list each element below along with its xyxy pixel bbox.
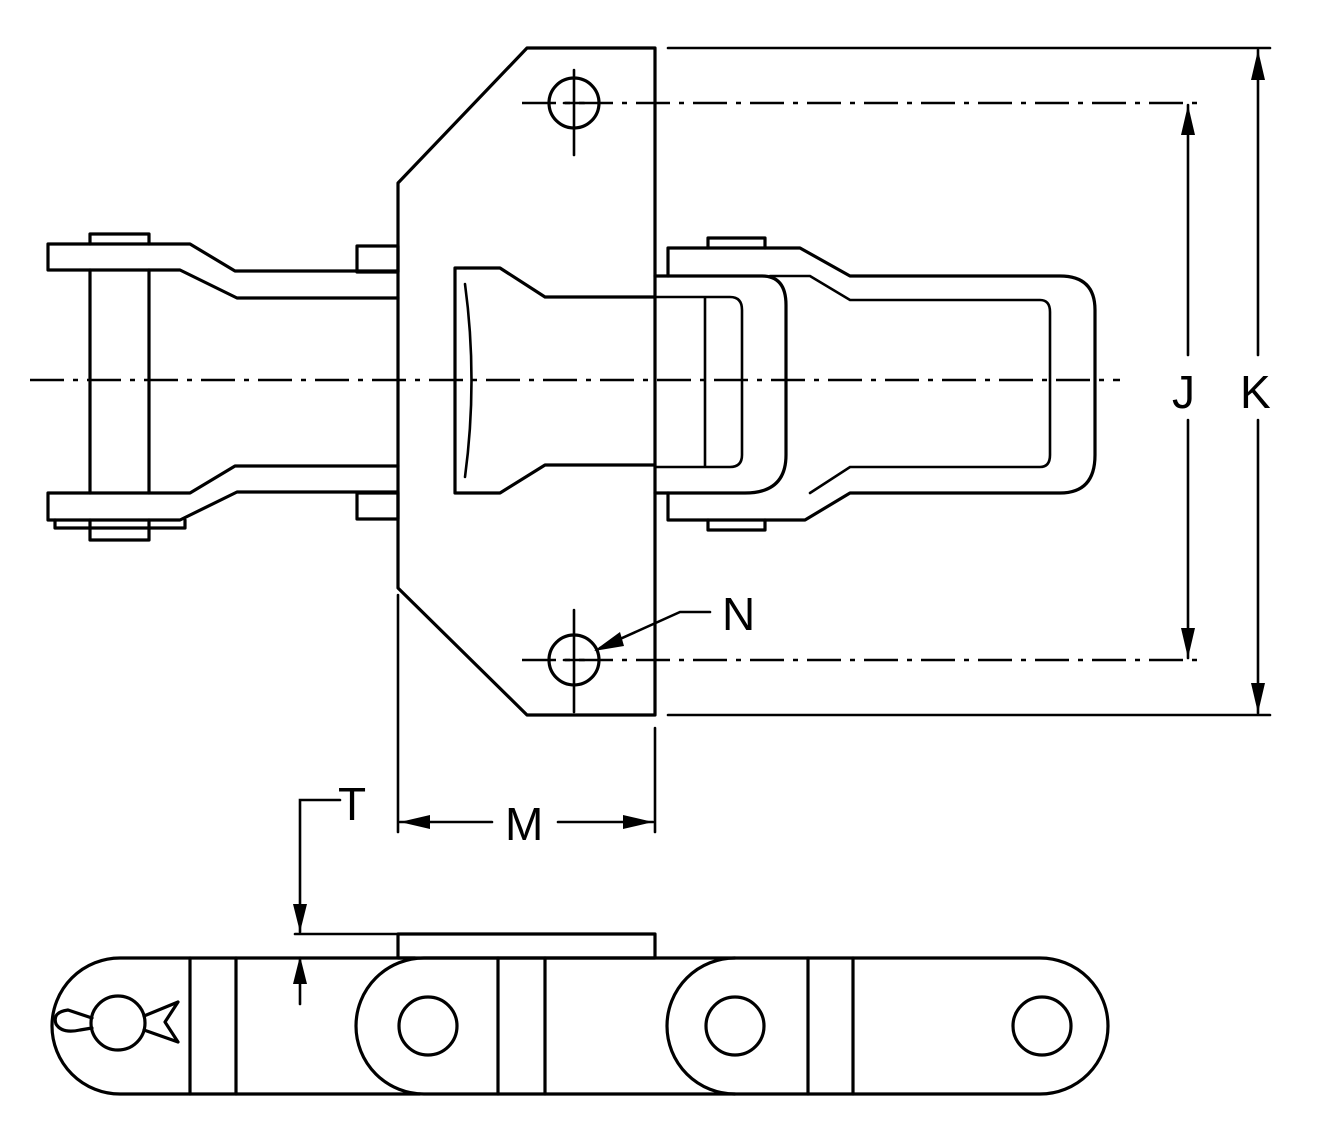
side-pin-hole (397, 995, 459, 1057)
side-pin-hole (1011, 995, 1073, 1057)
dimension-j: J (1172, 103, 1195, 660)
plan-view (30, 46, 1272, 717)
dimension-t-label: T (338, 778, 366, 830)
cotter-pin (53, 1000, 180, 1044)
left-pin (88, 232, 151, 542)
dimension-k-label: K (1240, 366, 1271, 418)
side-pin-hole (704, 995, 766, 1057)
side-left-link (50, 956, 422, 1096)
side-view (50, 932, 1110, 1096)
upper-mounting-hole (547, 68, 601, 157)
dimension-j-label: J (1172, 366, 1195, 418)
dimension-m: M (396, 593, 657, 850)
right-link-inner (653, 295, 744, 469)
right-link-outer (653, 274, 788, 495)
side-right-link (665, 956, 1110, 1096)
barrel-body (453, 266, 657, 495)
right-pin-caps (706, 236, 767, 532)
lower-spacer-block (355, 491, 400, 521)
upper-spacer-block (355, 244, 400, 274)
dimension-m-label: M (505, 798, 543, 850)
side-attachment-plate (396, 932, 657, 960)
right-link-plate-inner (768, 274, 1052, 495)
dimension-n: N (594, 588, 755, 651)
barrel-inner-edge (463, 282, 473, 479)
attachment-plate (396, 46, 657, 717)
side-middle-link (354, 956, 737, 1096)
dimension-n-label: N (722, 588, 755, 640)
left-link-plate-bottom (46, 464, 400, 522)
dimension-k: K (1240, 48, 1271, 715)
side-pin-hole (89, 994, 147, 1052)
right-link-plate-top (666, 246, 1097, 522)
left-pin-cotter (53, 518, 187, 530)
left-link-plate-top (46, 242, 400, 300)
dimension-t: T (293, 778, 400, 1006)
